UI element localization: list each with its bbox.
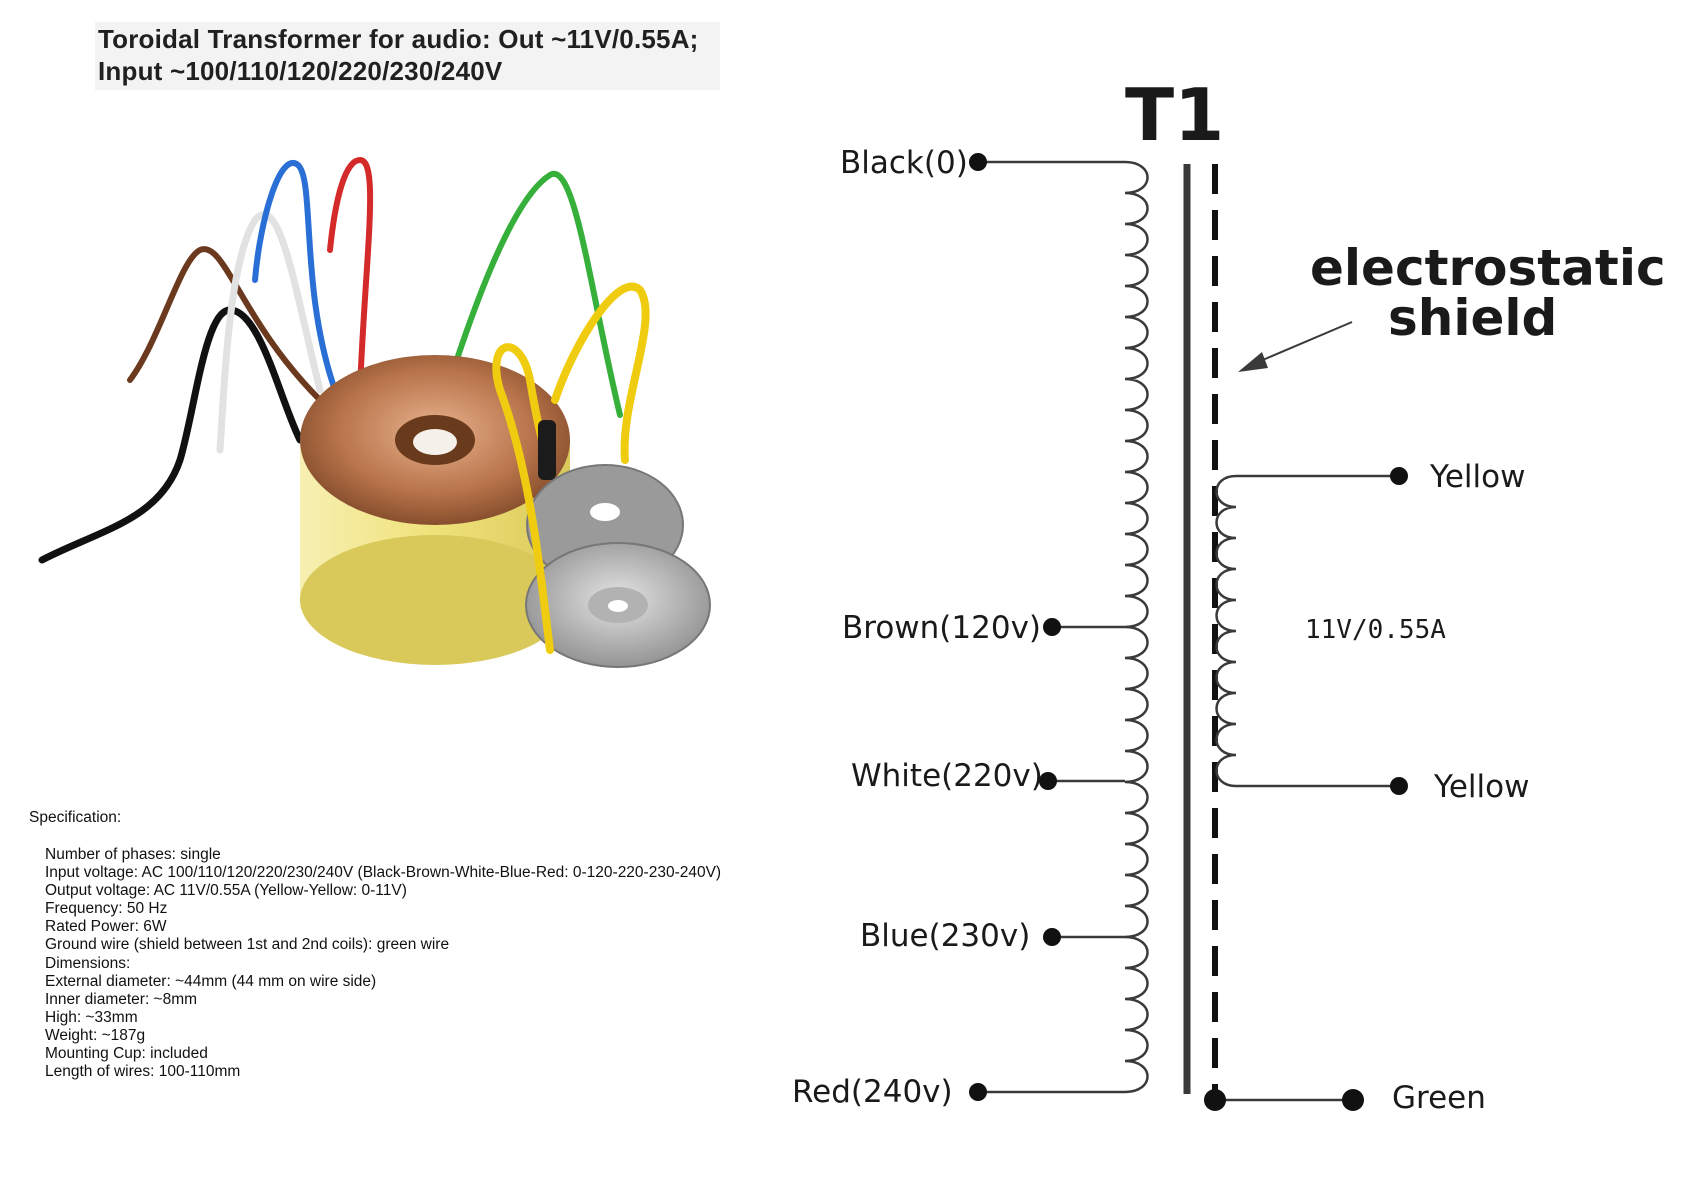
heat-shrink	[538, 420, 556, 480]
label-yellow-top: Yellow	[1429, 459, 1525, 495]
terminal-black	[969, 153, 987, 171]
terminal-yellow-bottom	[1390, 777, 1408, 795]
shield-junction	[1204, 1089, 1226, 1111]
spec-item: Length of wires: 100-110mm	[45, 1063, 241, 1081]
secondary-coil	[1215, 474, 1237, 788]
shield-label-2: shield	[1388, 289, 1557, 347]
wire-green	[447, 170, 623, 418]
shield-label-1: electrostatic	[1310, 239, 1666, 297]
terminal-green	[1342, 1089, 1364, 1111]
wire-brown	[127, 246, 323, 403]
spec-item: Mounting Cup: included	[45, 1045, 208, 1063]
terminal-yellow-top	[1390, 467, 1408, 485]
wire-yellow-2	[551, 282, 650, 464]
label-yellow-bottom: Yellow	[1433, 769, 1529, 805]
label-brown: Brown(120v)	[842, 610, 1041, 646]
title-banner	[95, 22, 720, 90]
wire-red	[327, 156, 374, 393]
spec-item: Rated Power: 6W	[45, 918, 167, 936]
shield-arrowhead	[1238, 352, 1268, 372]
label-green: Green	[1392, 1080, 1486, 1116]
spec-heading: Specification:	[29, 809, 122, 826]
title-line-1: Toroidal Transformer for audio: Out ~11V…	[98, 24, 699, 54]
terminal-brown	[1043, 618, 1061, 636]
spec-item: Number of phases: single	[45, 846, 221, 863]
spec-item: External diameter: ~44mm (44 mm on wire …	[45, 972, 377, 990]
label-black: Black(0)	[840, 145, 968, 181]
specification-block: Specification: Number of phases: single …	[29, 809, 721, 1081]
primary-coil	[1124, 160, 1149, 1094]
terminal-white	[1039, 772, 1057, 790]
wire-white	[216, 211, 324, 454]
label-white: White(220v)	[851, 758, 1043, 794]
spec-item: High: ~33mm	[45, 1008, 138, 1026]
spec-item: Output voltage: AC 11V/0.55A (Yellow-Yel…	[45, 882, 407, 900]
secondary-rating-label: 11V/0.55A	[1305, 615, 1446, 645]
spec-item: Weight: ~187g	[45, 1026, 146, 1044]
label-red: Red(240v)	[792, 1074, 953, 1110]
spec-item: Input voltage: AC 100/110/120/220/230/24…	[45, 864, 722, 882]
terminal-red	[969, 1083, 987, 1101]
shield-arrow	[1257, 321, 1353, 363]
title-line-2: Input ~100/110/120/220/230/240V	[98, 56, 503, 86]
spec-item: Ground wire (shield between 1st and 2nd …	[45, 936, 450, 954]
terminal-blue	[1043, 928, 1061, 946]
spec-list: Number of phases: single Input voltage: …	[29, 846, 721, 1081]
spec-item: Inner diameter: ~8mm	[45, 990, 198, 1008]
label-blue: Blue(230v)	[860, 918, 1030, 954]
wire-blue	[252, 160, 338, 393]
spec-item: Frequency: 50 Hz	[45, 900, 168, 918]
designator-label: T1	[1125, 73, 1224, 157]
wire-black	[38, 306, 304, 564]
transformer-photo	[38, 156, 711, 668]
spec-item: Dimensions:	[45, 954, 131, 972]
